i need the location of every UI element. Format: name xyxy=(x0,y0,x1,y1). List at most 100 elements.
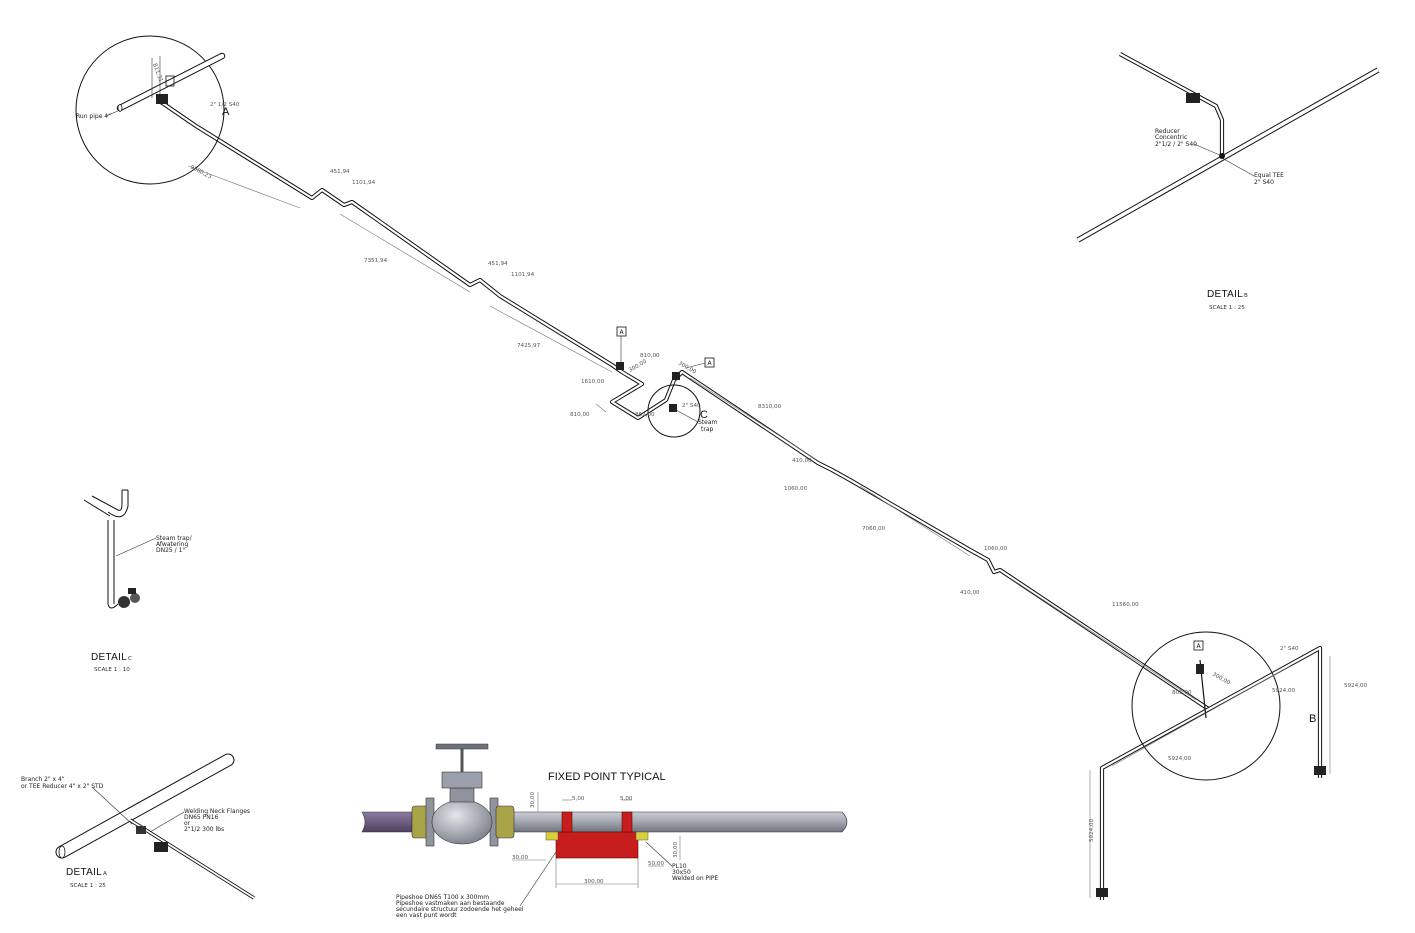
pipeshoe-label: Pipeshoe DN65 T100 x 300mm xyxy=(396,894,489,901)
pipe-spec-text: 2" 1/2 S40 xyxy=(210,102,240,108)
detail-a: Branch 2" x 4" or TEE Reducer 4" x 2" ST… xyxy=(21,753,255,900)
fixed-point-title: FIXED POINT TYPICAL xyxy=(548,771,666,783)
dimension-text: 451,94 xyxy=(488,261,508,267)
dimension-text: 5924,00 xyxy=(1272,688,1296,694)
detail-c-scale: SCALE 1 : 10 xyxy=(94,667,130,673)
flange-label: 2"1/2 300 lbs xyxy=(184,826,224,833)
equal-tee-label: Equal TEE xyxy=(1254,172,1284,179)
steam-trap-icon xyxy=(669,404,677,412)
dimension-text: 451,94 xyxy=(330,169,350,175)
dimension-text: 410,00 xyxy=(792,458,812,464)
dimension-text: 300,00 xyxy=(1211,672,1231,687)
dimension-text: 50,00 xyxy=(648,861,664,867)
valve-icon xyxy=(1196,664,1204,674)
section-tag-label: A xyxy=(620,329,625,336)
pipeshoe-label: secundaire structuur zodoende het geheel xyxy=(396,906,524,913)
afwatering-label: Steam trap/ xyxy=(156,535,193,542)
pipe-spec-text: 2" S40 xyxy=(1280,646,1299,652)
detail-c-letter: C xyxy=(128,656,132,662)
plate-label: PL10 xyxy=(672,863,687,870)
main-pipeline xyxy=(156,98,1212,712)
dimension-lines xyxy=(187,165,1331,898)
dimension-text: 5924,00 xyxy=(1089,818,1095,842)
dimension-text: 9880,23 xyxy=(189,164,213,180)
afwatering-label: DN25 / 1" xyxy=(156,547,185,554)
run-pipe-label: Run pipe 4" xyxy=(76,113,111,120)
dimension-text: 805,00 xyxy=(1172,690,1192,696)
run-pipe-4in xyxy=(116,52,226,112)
pipe-shoe xyxy=(555,831,639,859)
reducer-label: Reducer xyxy=(1155,128,1180,135)
detail-c: Steam trap/ Afwatering DN25 / 1" DETAIL … xyxy=(83,489,193,673)
dimension-text: 300,00 xyxy=(584,879,604,885)
dimension-text: 1610,00 xyxy=(581,379,605,385)
dimension-text: 1101,94 xyxy=(511,272,535,278)
detail-c-circle xyxy=(647,384,701,438)
steam-trap-icon xyxy=(118,596,130,608)
dimension-text: 862,00 xyxy=(635,412,655,418)
dimension-text: 410,00 xyxy=(960,590,980,596)
reducer-label: Concentric xyxy=(1155,134,1187,141)
detail-a-scale: SCALE 1 : 25 xyxy=(70,883,106,889)
detail-a-circle xyxy=(75,35,225,185)
flange-icon xyxy=(136,826,146,834)
afwatering-label: Afwatering xyxy=(156,541,188,548)
dimension-text: 5924,00 xyxy=(1168,756,1192,762)
dimension-text: 30,00 xyxy=(530,792,536,808)
plate-label: Welded on PIPE xyxy=(672,875,719,882)
detail-b-scale: SCALE 1 : 25 xyxy=(1209,305,1245,311)
dimension-text: 7060,00 xyxy=(862,526,886,532)
dimension-text: 7351,94 xyxy=(364,258,388,264)
valve-icon xyxy=(672,372,680,380)
flange-label: DN65 PN16 xyxy=(184,814,219,821)
valve-icon xyxy=(616,362,624,370)
flange-icon xyxy=(495,805,515,839)
detail-b-circle xyxy=(1131,631,1281,781)
valve-icon xyxy=(1314,766,1326,775)
detail-b: Reducer Concentric 2"1/2 / 2" S40 Equal … xyxy=(1076,52,1380,311)
steam-trap-label: Steam xyxy=(698,419,718,426)
section-tag-label: A xyxy=(708,360,713,367)
reducer-label: 2"1/2 / 2" S40 xyxy=(1155,141,1197,148)
flange-label: or xyxy=(184,820,191,827)
dimension-text: 5,00 xyxy=(572,796,585,802)
detail-c-title: DETAIL xyxy=(91,652,127,663)
dimension-text: 300,00 xyxy=(628,359,648,374)
pipeshoe-label: een vast punt wordt xyxy=(396,912,457,919)
dimension-text: 810,00 xyxy=(640,353,660,359)
steam-trap-label: trap xyxy=(701,426,713,433)
view-letter-c: C xyxy=(700,409,708,421)
dimension-text: 7425,97 xyxy=(517,343,541,349)
detail-b-title: DETAIL xyxy=(1207,289,1243,300)
valve-icon xyxy=(1186,93,1200,103)
section-tag-label: A xyxy=(1197,643,1202,650)
dimension-text: 11560,00 xyxy=(1112,602,1139,608)
dimension-text: 1060,00 xyxy=(984,546,1008,552)
branch-label: or TEE Reducer 4" x 2" STD xyxy=(21,783,104,790)
dimension-text: 1101,94 xyxy=(352,180,376,186)
section-tag-a-2: A xyxy=(685,357,715,369)
detail-a-title: DETAIL xyxy=(66,867,102,878)
dimension-text: 1060,00 xyxy=(784,486,808,492)
dimension-text: 8310,00 xyxy=(758,404,782,410)
view-letter-b: B xyxy=(1309,713,1316,725)
plate-label: 30x50 xyxy=(672,869,691,876)
dimension-text: 30,00 xyxy=(673,842,679,858)
dimension-text: 811,31 xyxy=(151,63,163,84)
branch-label: Branch 2" x 4" xyxy=(21,776,65,783)
pipeshoe-label: Pipeshoe vastmaken aan bestaande xyxy=(396,900,505,907)
pipe-rack-b xyxy=(1096,645,1326,900)
flange-label: Welding Neck Flanges xyxy=(184,808,250,815)
equal-tee-label: 2" S40 xyxy=(1254,179,1274,186)
pipe-spec-text: 2" S40 xyxy=(682,403,701,409)
detail-b-letter: B xyxy=(1244,293,1248,299)
valve-icon xyxy=(1096,888,1108,897)
dimension-text: 30,00 xyxy=(512,855,528,861)
section-tag-a-3: A xyxy=(1193,640,1204,651)
gate-valve-icon xyxy=(431,799,493,845)
dimension-text: 810,00 xyxy=(570,412,590,418)
section-tag-a-1: A xyxy=(616,326,627,366)
fixed-point-typical: FIXED POINT TYPICAL 5,00 5,00 30,00 xyxy=(361,743,848,919)
detail-a-letter: A xyxy=(103,871,107,877)
